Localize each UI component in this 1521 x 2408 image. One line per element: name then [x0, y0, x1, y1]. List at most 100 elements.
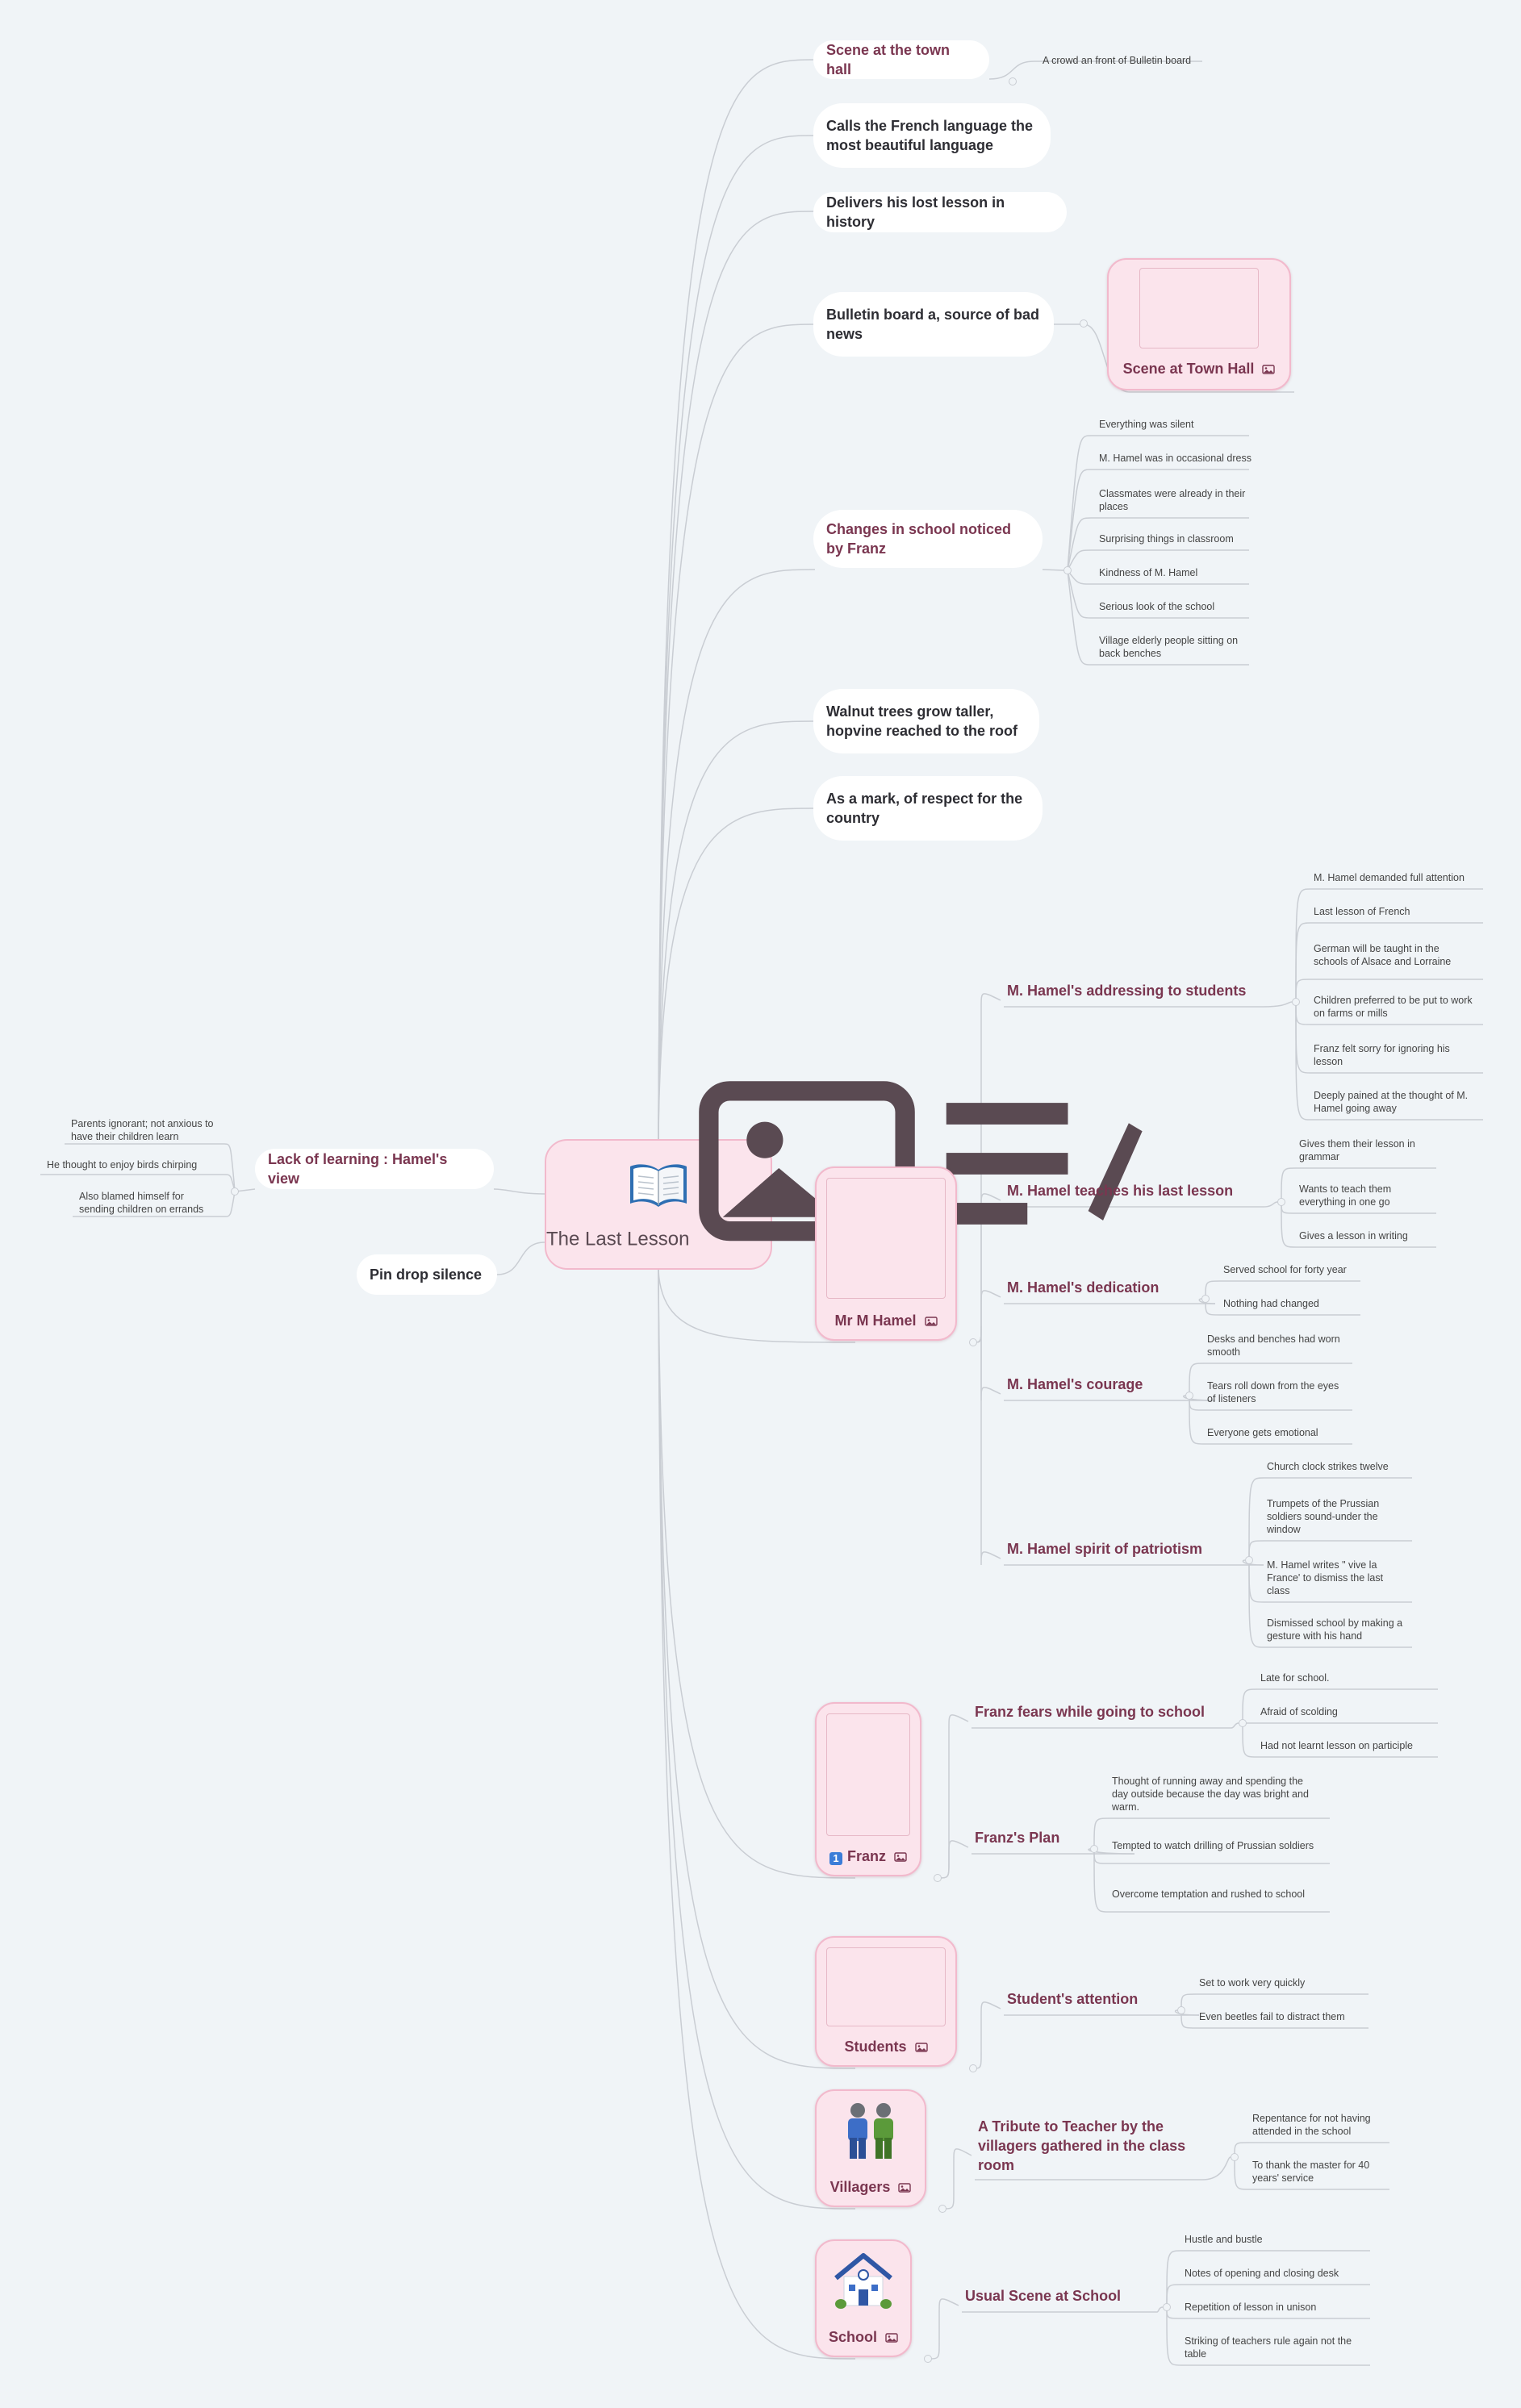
- list-item[interactable]: He thought to enjoy birds chirping: [39, 1155, 224, 1175]
- list-item[interactable]: Dismissed school by making a gesture wit…: [1259, 1613, 1412, 1646]
- list-item[interactable]: Tears roll down from the eyes of listene…: [1199, 1376, 1352, 1408]
- image-topic-villagers[interactable]: Villagers: [815, 2089, 926, 2207]
- list-item[interactable]: Hustle and bustle: [1176, 2230, 1370, 2249]
- collapse-toggle[interactable]: [1292, 998, 1300, 1006]
- list-item[interactable]: Also blamed himself for sending children…: [71, 1189, 224, 1217]
- topic-scene-at-town-hall[interactable]: Scene at the town hall: [813, 40, 989, 79]
- list-item[interactable]: Repetition of lesson in unison: [1176, 2297, 1370, 2317]
- topic-calls-french-beautiful[interactable]: Calls the French language the most beaut…: [813, 103, 1051, 168]
- collapse-toggle[interactable]: [1163, 2303, 1171, 2311]
- branch-topic[interactable]: Franz's Plan: [965, 1825, 1143, 1851]
- list-item[interactable]: Even beetles fail to distract them: [1191, 2007, 1368, 2026]
- list-item[interactable]: Served school for forty year: [1215, 1260, 1360, 1279]
- collapse-toggle[interactable]: [1177, 2006, 1185, 2014]
- leaf-line: [1166, 2250, 1370, 2308]
- list-item[interactable]: Tempted to watch drilling of Prussian so…: [1104, 1830, 1330, 1862]
- central-topic[interactable]: The Last Lesson: [545, 1080, 1143, 1270]
- collapse-toggle[interactable]: [969, 2064, 977, 2072]
- leaf-line: [1067, 570, 1249, 619]
- list-item[interactable]: Set to work very quickly: [1191, 1973, 1368, 1993]
- branch-topic[interactable]: A Tribute to Teacher by the villagers ga…: [968, 2115, 1210, 2176]
- trunk-line: [493, 1188, 545, 1195]
- leaf-line: [1189, 1395, 1352, 1445]
- list-item[interactable]: M. Hamel was in occasional dress: [1091, 449, 1260, 468]
- collapse-toggle[interactable]: [1201, 1295, 1210, 1303]
- leaf-line: [1093, 1848, 1330, 1913]
- list-item[interactable]: Notes of opening and closing desk: [1176, 2264, 1370, 2283]
- image-topic-scene-at-town-hall[interactable]: Scene at Town Hall: [1107, 258, 1291, 390]
- list-item[interactable]: Wants to teach them everything in one go: [1291, 1179, 1436, 1212]
- list-item[interactable]: Everything was silent: [1091, 415, 1260, 434]
- collapse-toggle[interactable]: [1009, 77, 1017, 86]
- collapse-toggle[interactable]: [1277, 1198, 1285, 1206]
- list-item[interactable]: Kindness of M. Hamel: [1091, 563, 1260, 582]
- branch-topic[interactable]: Student's attention: [997, 1986, 1207, 2012]
- list-item[interactable]: To thank the master for 40 years' servic…: [1244, 2156, 1389, 2188]
- collapse-toggle[interactable]: [924, 2355, 932, 2363]
- topic-bulletin-board[interactable]: Bulletin board a, source of bad news: [813, 292, 1054, 357]
- list-item[interactable]: M. Hamel writes " vive la France' to dis…: [1259, 1555, 1412, 1600]
- collapse-toggle[interactable]: [231, 1187, 239, 1196]
- list-item[interactable]: M. Hamel demanded full attention: [1306, 868, 1483, 887]
- list-item[interactable]: Serious look of the school: [1091, 597, 1260, 616]
- list-item[interactable]: German will be taught in the schools of …: [1306, 933, 1483, 978]
- list-item-text: Wants to teach them everything in one go: [1299, 1183, 1392, 1208]
- list-item[interactable]: Parents ignorant; not anxious to have th…: [63, 1116, 224, 1144]
- list-item-text: Everyone gets emotional: [1207, 1427, 1318, 1438]
- list-item[interactable]: Repentance for not having attended in th…: [1244, 2109, 1389, 2141]
- branch-topic[interactable]: M. Hamel's courage: [997, 1371, 1223, 1397]
- trunk-line: [658, 720, 816, 1140]
- list-item[interactable]: Gives a lesson in writing: [1291, 1226, 1436, 1246]
- collapse-toggle[interactable]: [969, 1338, 977, 1346]
- list-item[interactable]: A crowd an front of Bulletin board: [1034, 52, 1212, 69]
- collapse-toggle[interactable]: [1063, 566, 1072, 574]
- collapse-toggle[interactable]: [934, 1874, 942, 1882]
- list-item[interactable]: Franz felt sorry for ignoring his lesson: [1306, 1039, 1483, 1071]
- list-item[interactable]: Surprising things in classroom: [1091, 529, 1260, 549]
- list-item[interactable]: Children preferred to be put to work on …: [1306, 991, 1483, 1023]
- image-topic-mr-m-hamel[interactable]: Mr M Hamel: [815, 1166, 957, 1341]
- branch-topic[interactable]: M. Hamel's dedication: [997, 1275, 1223, 1300]
- collapse-toggle[interactable]: [1090, 1845, 1098, 1853]
- list-item[interactable]: Striking of teachers rule again not the …: [1176, 2331, 1370, 2364]
- image-topic-school[interactable]: School: [815, 2239, 912, 2357]
- branch-topic[interactable]: M. Hamel teaches his last lesson: [997, 1178, 1272, 1204]
- collapse-toggle[interactable]: [938, 2205, 946, 2213]
- image-topic-students[interactable]: Students: [815, 1936, 957, 2067]
- list-item[interactable]: Deeply pained at the thought of M. Hamel…: [1306, 1086, 1483, 1118]
- list-item-text: Served school for forty year: [1223, 1264, 1347, 1275]
- list-item[interactable]: Gives them their lesson in grammar: [1291, 1134, 1436, 1166]
- list-item[interactable]: Classmates were already in their places: [1091, 484, 1260, 516]
- branch-topic[interactable]: M. Hamel spirit of patriotism: [997, 1536, 1272, 1562]
- collapse-toggle[interactable]: [1231, 2153, 1239, 2161]
- collapse-toggle[interactable]: [1080, 319, 1088, 328]
- list-item-text: Surprising things in classroom: [1099, 533, 1234, 545]
- list-item[interactable]: Thought of running away and spending the…: [1104, 1772, 1330, 1817]
- topic-changes-in-school[interactable]: Changes in school noticed by Franz: [813, 510, 1043, 568]
- topic-mark-of-respect[interactable]: As a mark, of respect for the country: [813, 776, 1043, 841]
- list-item-text: Late for school.: [1260, 1672, 1330, 1684]
- list-item[interactable]: Everyone gets emotional: [1199, 1423, 1352, 1442]
- branch-topic[interactable]: M. Hamel's addressing to students: [997, 978, 1272, 1004]
- list-item[interactable]: Nothing had changed: [1215, 1294, 1360, 1313]
- list-item[interactable]: Trumpets of the Prussian soldiers sound-…: [1259, 1494, 1412, 1539]
- topic-walnut-trees[interactable]: Walnut trees grow taller, hopvine reache…: [813, 689, 1039, 753]
- list-item[interactable]: Late for school.: [1252, 1668, 1438, 1688]
- collapse-toggle[interactable]: [1239, 1719, 1247, 1727]
- list-item[interactable]: Church clock strikes twelve: [1259, 1457, 1412, 1476]
- collapse-toggle[interactable]: [1185, 1392, 1193, 1400]
- list-item[interactable]: Desks and benches had worn smooth: [1199, 1329, 1352, 1362]
- list-item[interactable]: Afraid of scolding: [1252, 1702, 1438, 1721]
- topic-pin-drop-silence[interactable]: Pin drop silence: [357, 1254, 497, 1295]
- branch-topic[interactable]: Usual Scene at School: [955, 2283, 1165, 2309]
- list-item[interactable]: Village elderly people sitting on back b…: [1091, 631, 1260, 663]
- list-item[interactable]: Last lesson of French: [1306, 902, 1483, 921]
- image-icon: [914, 2043, 928, 2052]
- branch-topic[interactable]: Franz fears while going to school: [965, 1699, 1239, 1725]
- topic-delivers-lost-lesson[interactable]: Delivers his lost lesson in history: [813, 192, 1067, 232]
- list-item[interactable]: Had not learnt lesson on participle: [1252, 1736, 1438, 1755]
- list-item[interactable]: Overcome temptation and rushed to school: [1104, 1878, 1330, 1910]
- topic-lack-of-learning[interactable]: Lack of learning : Hamel's view: [255, 1149, 494, 1189]
- collapse-toggle[interactable]: [1245, 1556, 1253, 1564]
